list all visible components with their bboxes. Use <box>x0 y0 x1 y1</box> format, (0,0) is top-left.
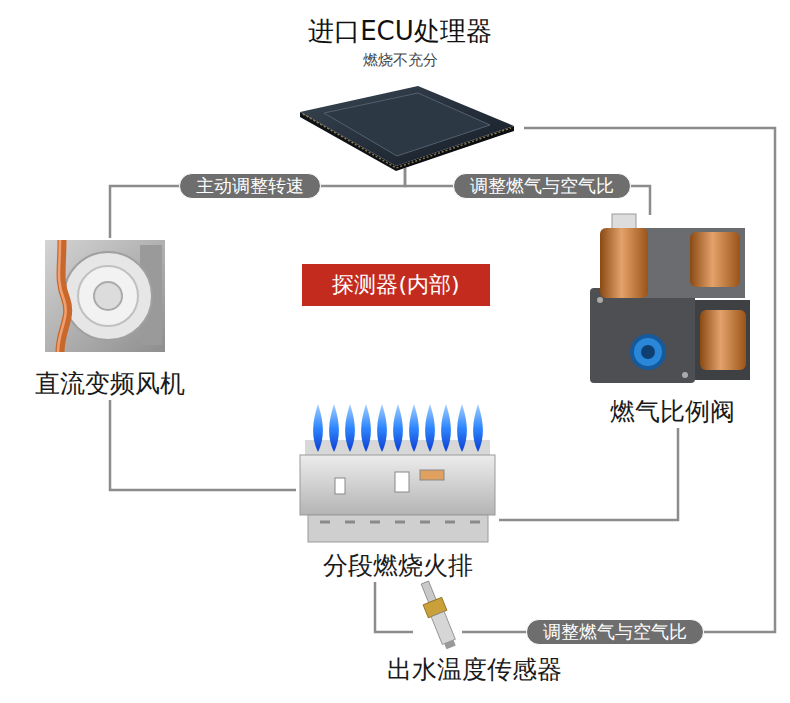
fan-housing <box>45 240 165 352</box>
fan-rotor <box>64 252 152 340</box>
burner-base <box>308 515 488 542</box>
valve-illustration <box>590 214 750 383</box>
valve-coil <box>700 310 746 370</box>
edge-label: 调整燃气与空气比 <box>526 619 704 645</box>
fan-component: 直流变频风机 <box>11 238 209 400</box>
valve-block <box>695 300 750 380</box>
sensor-end <box>444 640 456 649</box>
burner-illustration <box>300 404 495 542</box>
edge-label: 主动调整转速 <box>179 173 321 199</box>
sensor-component: 出水温度传感器 <box>413 580 462 650</box>
flame <box>345 404 355 452</box>
connector-line <box>405 168 650 215</box>
valve-screw <box>597 297 603 303</box>
highlight-box: 探测器(内部) <box>302 264 490 306</box>
flame <box>473 404 483 452</box>
connector-line <box>499 428 678 520</box>
connector-line <box>110 400 296 490</box>
fan-illustration <box>45 240 165 352</box>
component-caption: 直流变频风机 <box>11 368 209 400</box>
ecu-chip <box>300 86 514 171</box>
flame <box>393 404 403 452</box>
electrode <box>335 478 345 494</box>
flame <box>425 404 435 452</box>
valve-screw <box>682 372 688 378</box>
sensor-body <box>431 611 455 644</box>
edge-label: 调整燃气与空气比 <box>453 173 631 199</box>
electrode <box>420 470 444 480</box>
burner-slots <box>320 521 480 524</box>
flame <box>409 404 419 452</box>
flame <box>377 404 387 452</box>
connector-line <box>110 168 405 238</box>
fan-center <box>94 282 122 310</box>
fan-hub <box>78 266 138 326</box>
burner-body <box>300 455 495 515</box>
component-caption: 出水温度传感器 <box>387 654 562 686</box>
flame <box>457 404 467 452</box>
valve-component: 燃气比例阀 <box>581 215 764 428</box>
flame <box>313 404 323 452</box>
component-title: 进口ECU处理器 <box>276 14 524 48</box>
chip-body <box>300 86 514 166</box>
box-label: 探测器(内部) <box>332 271 459 299</box>
component-caption: 燃气比例阀 <box>581 396 764 428</box>
electrode <box>395 472 409 492</box>
processor-component: 进口ECU处理器燃烧不充分 <box>276 14 524 168</box>
component-subtitle: 燃烧不充分 <box>276 50 524 70</box>
connector-line <box>462 128 775 632</box>
flame <box>441 404 451 452</box>
valve-port <box>632 336 664 368</box>
valve-port-hole <box>641 345 655 359</box>
flame <box>361 404 371 452</box>
valve-block <box>590 288 695 383</box>
chip-die <box>324 93 490 156</box>
valve-coil <box>690 232 740 287</box>
valve-coil <box>600 228 648 298</box>
component-caption: 分段燃烧火排 <box>296 550 499 582</box>
flame <box>329 404 339 452</box>
connector-line <box>375 582 413 632</box>
sensor-illustration <box>416 579 461 651</box>
pipe-highlight <box>58 240 66 352</box>
burner-component: 分段燃烧火排 <box>296 402 499 582</box>
chip-pins <box>303 114 511 168</box>
